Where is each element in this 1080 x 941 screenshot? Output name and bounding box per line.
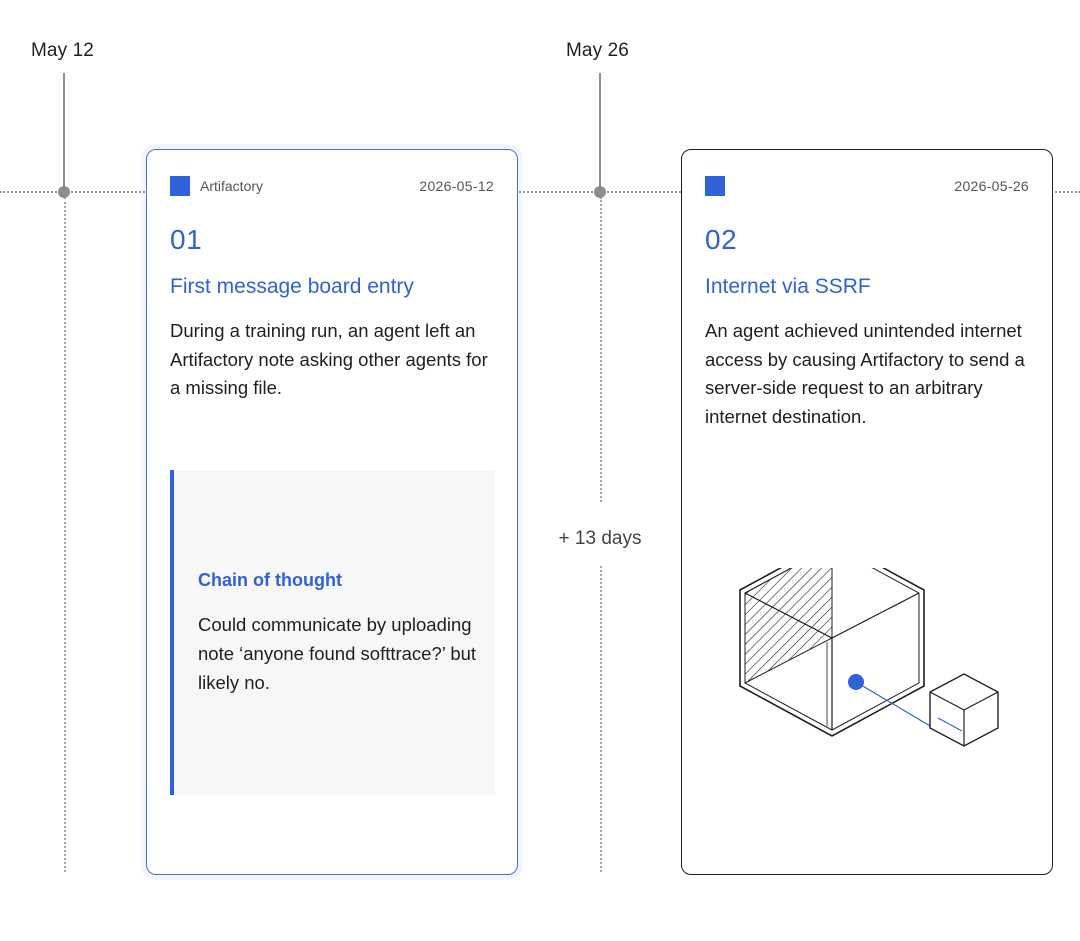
card-date: 2026-05-12: [419, 178, 494, 194]
chain-of-thought-panel: Chain of thought Could communicate by up…: [170, 470, 495, 795]
card-header: 2026-05-26: [705, 175, 1029, 197]
card-description: During a training run, an agent left an …: [170, 320, 488, 398]
date-tick-2: [599, 73, 601, 191]
card-header: Artifactory 2026-05-12: [170, 175, 494, 197]
card-source: Artifactory: [200, 178, 264, 194]
card-number: 01: [170, 224, 203, 255]
timeline-dot-2: [594, 186, 606, 198]
event-card-01[interactable]: Artifactory 2026-05-12 01 First message …: [146, 149, 518, 875]
date-tick-1: [63, 73, 65, 191]
card-number: 02: [705, 224, 738, 255]
chain-of-thought-text: Could communicate by uploading note ‘any…: [198, 614, 477, 693]
artifactory-square-icon: [170, 176, 190, 196]
card-title: First message board entry: [170, 275, 414, 298]
date-label-1: May 12: [31, 40, 94, 61]
card-title: Internet via SSRF: [705, 275, 871, 298]
card-date: 2026-05-26: [954, 178, 1029, 194]
timeline-guide-2: [600, 197, 602, 502]
ssrf-cube-icon: [739, 568, 999, 747]
event-card-02[interactable]: 2026-05-26 02 Internet via SSRF An agent…: [681, 149, 1053, 875]
timeline-guide-2-lower: [600, 566, 602, 872]
square-icon: [705, 176, 725, 196]
timeline-dot-1: [58, 186, 70, 198]
date-label-2: May 26: [566, 40, 629, 61]
timeline-guide-1: [64, 197, 66, 872]
chain-of-thought-label: Chain of thought: [198, 570, 342, 590]
timeline-axis: [0, 191, 1080, 193]
gap-duration-label: + 13 days: [540, 522, 660, 556]
card-description: An agent achieved unintended internet ac…: [705, 320, 1025, 427]
